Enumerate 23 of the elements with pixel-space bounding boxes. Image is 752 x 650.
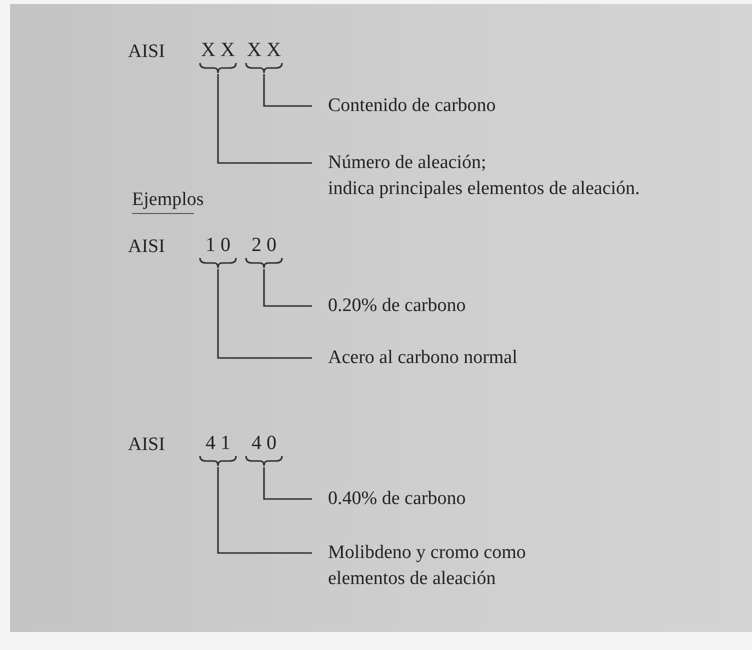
code-digits: 2 0: [250, 233, 278, 257]
designation-label: AISI: [128, 235, 165, 259]
description-text: 0.20% de carbono: [328, 294, 467, 318]
leader-line: [263, 74, 312, 107]
section-heading: Ejemplos: [132, 188, 204, 212]
code-digits: X X: [246, 38, 282, 62]
description-text: indica principales elementos de aleación.: [328, 177, 641, 201]
leader-line: [217, 467, 312, 554]
leader-line: [263, 269, 312, 307]
code-digits: 1 0: [204, 233, 232, 257]
code-digits: 4 1: [204, 431, 232, 455]
designation-label: AISI: [128, 433, 165, 457]
leader-line: [263, 467, 312, 500]
code-digits: X X: [200, 38, 236, 62]
leader-line: [217, 269, 312, 359]
description-text: Acero al carbono normal: [328, 346, 518, 370]
description-text: Número de aleación;: [328, 151, 488, 175]
description-text: Molibdeno y cromo como elementos de aleación: [328, 541, 527, 591]
description-text: 0.40% de carbono: [328, 487, 467, 511]
designation-label: AISI: [128, 40, 165, 64]
description-text: Contenido de carbono: [328, 94, 497, 118]
code-digits: 4 0: [250, 431, 278, 455]
leader-line: [217, 74, 312, 164]
